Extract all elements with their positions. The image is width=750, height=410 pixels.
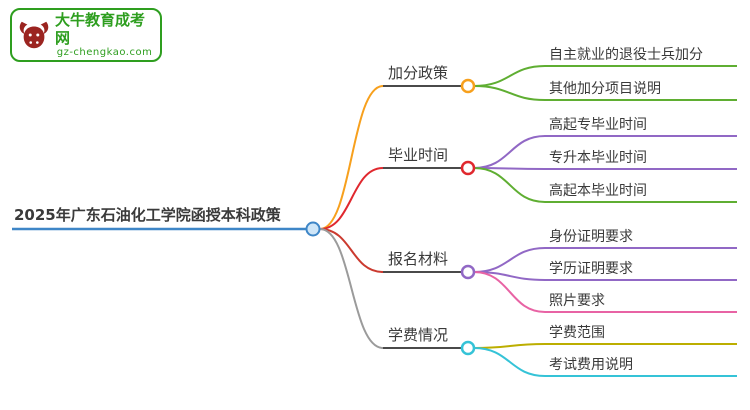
link-tuition-range bbox=[473, 343, 546, 349]
logo-subtitle: gz-chengkao.com bbox=[56, 47, 153, 58]
branch-label-graduation-time: 毕业时间 bbox=[388, 146, 449, 164]
link-exam-fee bbox=[473, 347, 546, 377]
link-other-bonus-items bbox=[473, 85, 546, 101]
link-root-bonus-policy bbox=[319, 85, 384, 230]
node-circle-root[interactable] bbox=[305, 221, 321, 237]
leaf-id-proof: 身份证明要求 bbox=[549, 229, 633, 245]
link-veteran-bonus bbox=[473, 65, 546, 87]
leaf-zhuanshengben-graduation: 专升本毕业时间 bbox=[549, 150, 647, 166]
leaf-education-proof: 学历证明要求 bbox=[549, 261, 633, 277]
leaf-photo-requirements: 照片要求 bbox=[549, 293, 605, 309]
node-circle-application-materials[interactable] bbox=[460, 264, 476, 280]
link-root-graduation-time bbox=[319, 167, 384, 230]
leaf-other-bonus-items: 其他加分项目说明 bbox=[549, 81, 661, 97]
link-gaoqizhuan-graduation bbox=[473, 135, 546, 169]
link-id-proof bbox=[473, 247, 546, 273]
leaf-gaoqizhuan-graduation: 高起专毕业时间 bbox=[549, 117, 647, 133]
branch-label-application-materials: 报名材料 bbox=[388, 250, 449, 268]
node-circle-tuition-info[interactable] bbox=[460, 340, 476, 356]
leaf-veteran-bonus: 自主就业的退役士兵加分 bbox=[549, 47, 703, 63]
leaf-gaoqiben-graduation: 高起本毕业时间 bbox=[549, 183, 647, 199]
leaf-tuition-range: 学费范围 bbox=[549, 325, 605, 341]
branch-label-tuition-info: 学费情况 bbox=[388, 326, 449, 344]
root-topic: 2025年广东石油化工学院函授本科政策 bbox=[14, 206, 281, 224]
branch-label-bonus-policy: 加分政策 bbox=[388, 64, 449, 82]
site-logo: 大牛教育成考网 gz-chengkao.com bbox=[10, 8, 162, 62]
bull-icon bbox=[19, 21, 49, 49]
node-circle-bonus-policy[interactable] bbox=[460, 78, 476, 94]
link-root-application-materials bbox=[319, 228, 384, 273]
logo-title: 大牛教育成考网 bbox=[55, 11, 146, 47]
link-photo-requirements bbox=[473, 271, 546, 313]
link-root-tuition-info bbox=[319, 228, 384, 349]
leaf-exam-fee: 考试费用说明 bbox=[549, 357, 633, 373]
node-circle-graduation-time[interactable] bbox=[460, 160, 476, 176]
link-gaoqiben-graduation bbox=[473, 167, 546, 203]
